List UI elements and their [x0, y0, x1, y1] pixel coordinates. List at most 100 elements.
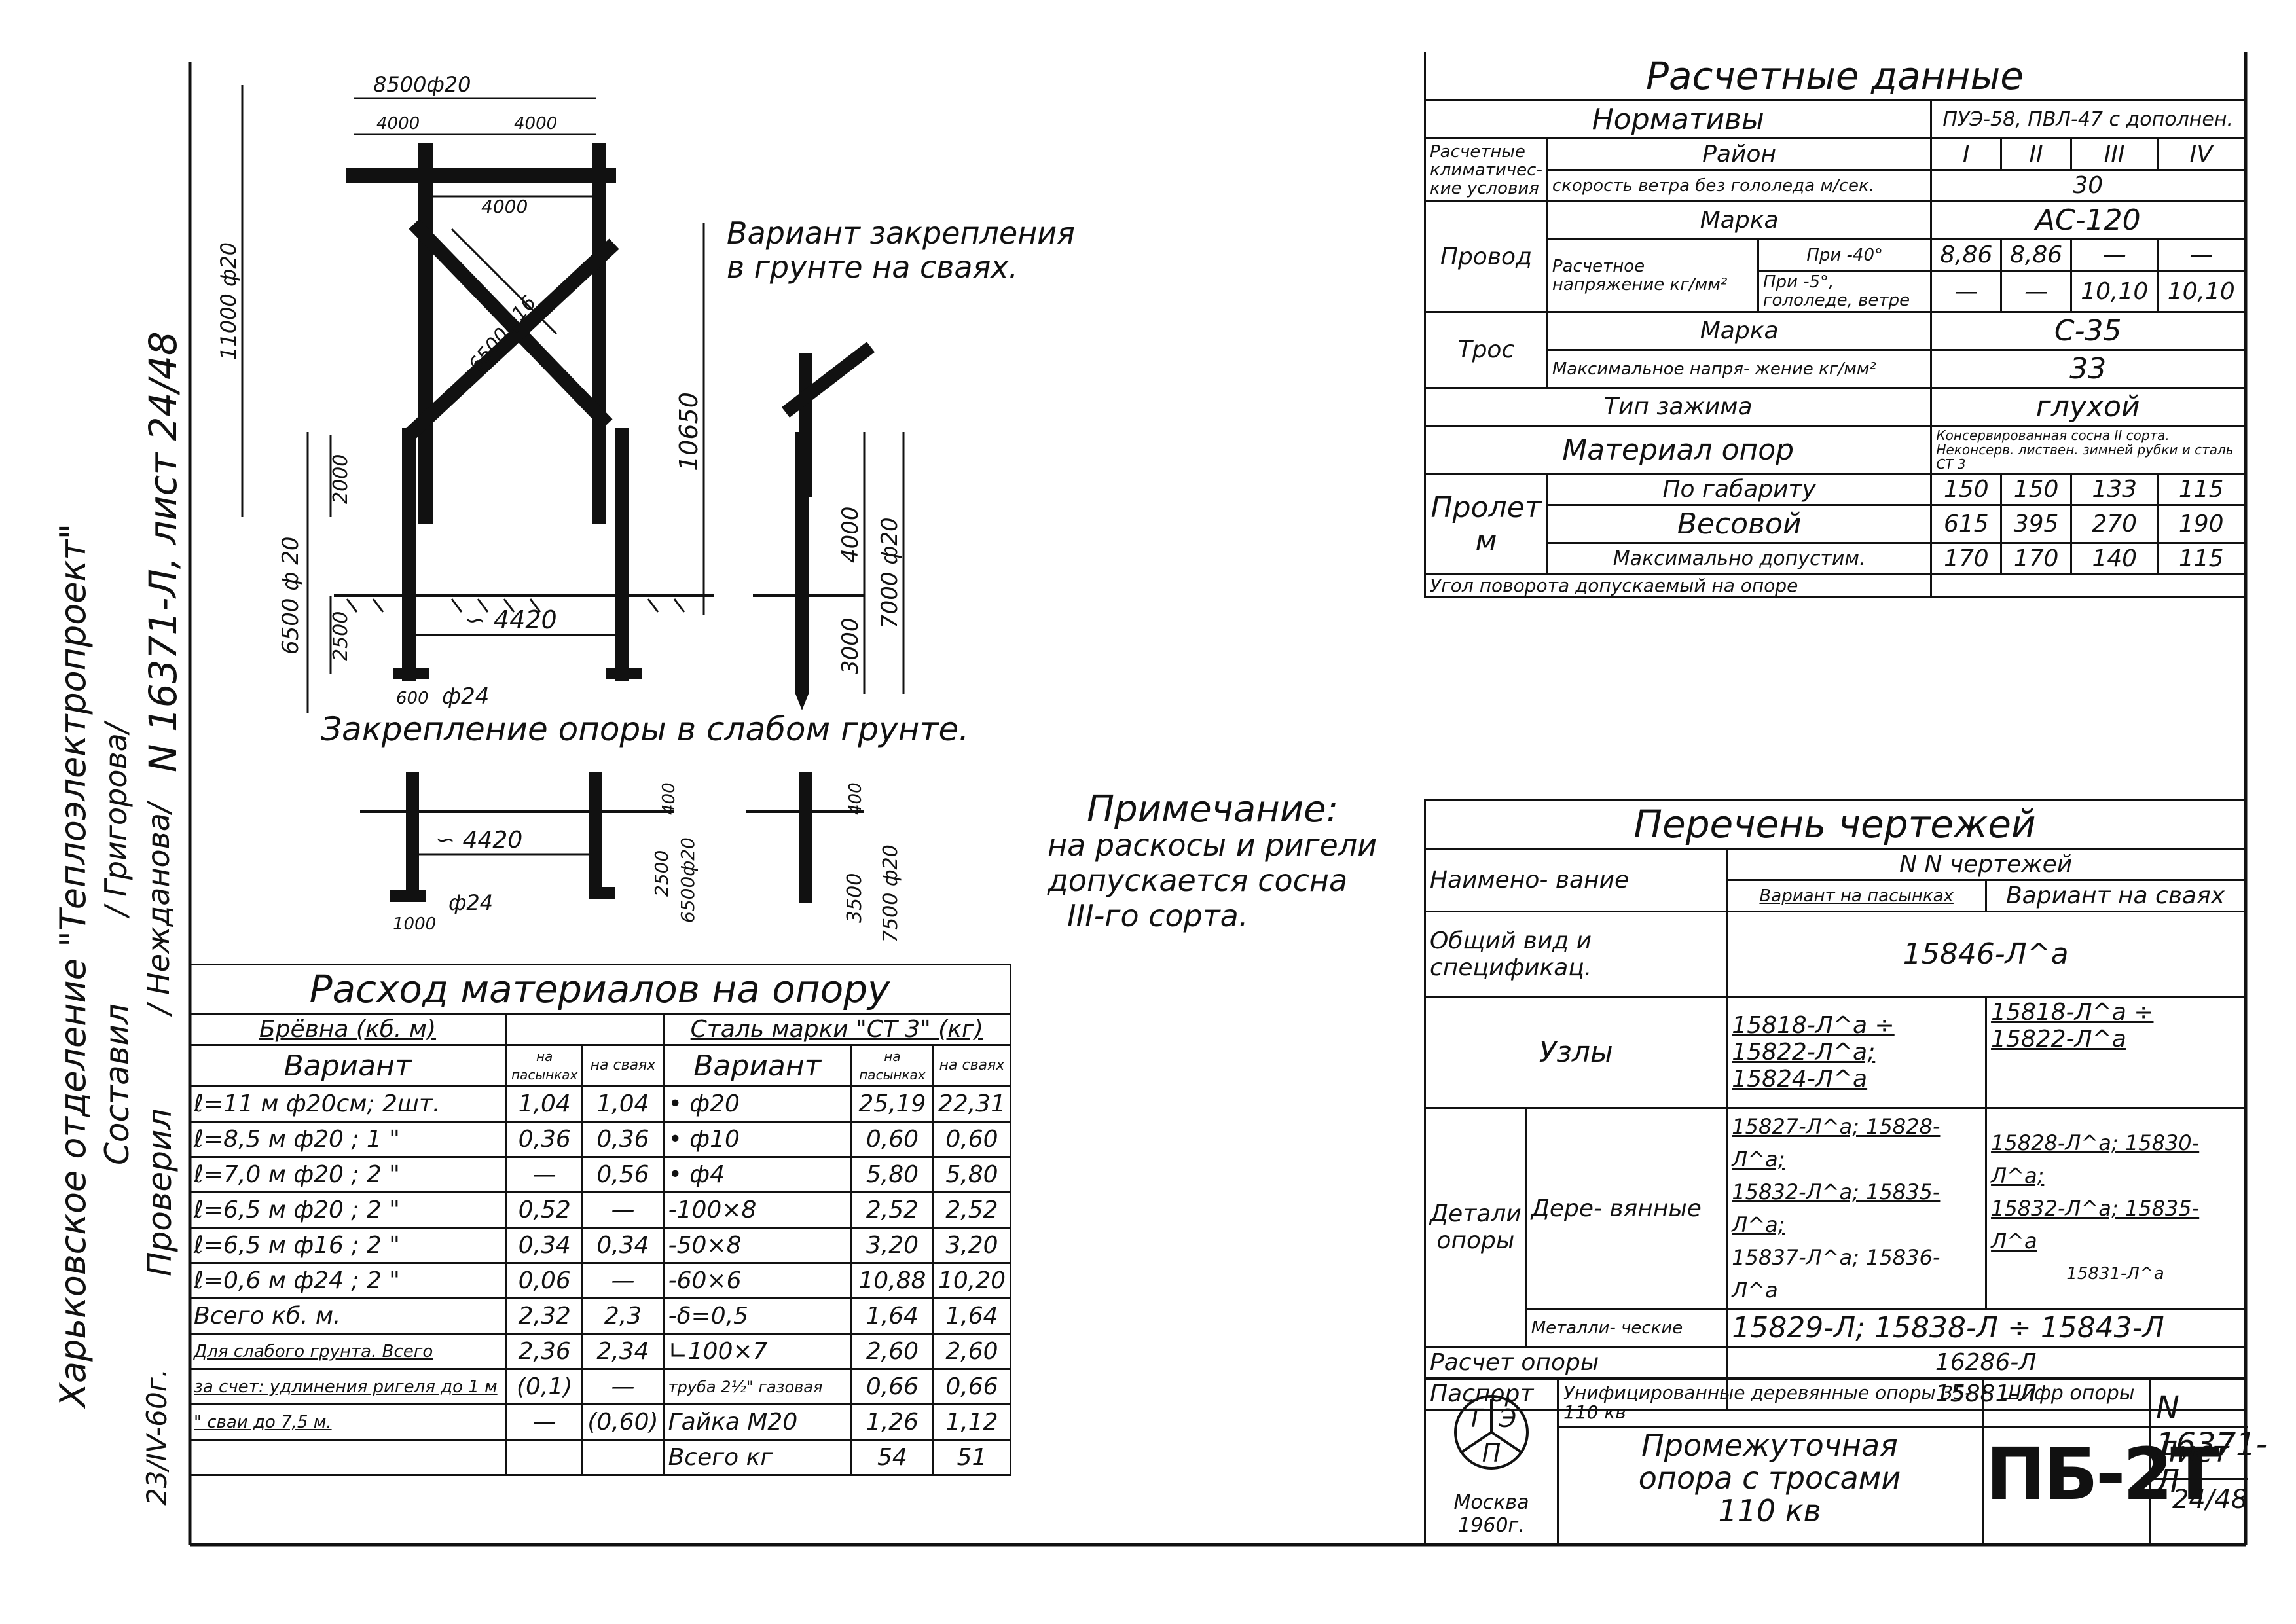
- log-piles: 2,3: [581, 1297, 665, 1335]
- log-empty: [581, 1439, 665, 1476]
- nn-label: N N чертежей: [1726, 848, 2246, 881]
- span-2-2: 395: [2000, 504, 2072, 544]
- cipher-value: ПБ-2Т: [1986, 1432, 2219, 1516]
- logo-city: Москва: [1453, 1491, 1529, 1514]
- name-label: Наимено- вание: [1423, 848, 1728, 912]
- log-pas: 0,52: [505, 1191, 584, 1229]
- angle-label: Угол поворота допускаемый на опоре: [1423, 573, 1933, 598]
- steel-name: Гайка М20: [662, 1403, 852, 1441]
- logo-letter: Т: [1467, 1404, 1484, 1433]
- steel-pas: 1,64: [850, 1297, 934, 1335]
- calc-label: Расчет опоры: [1423, 1346, 1728, 1379]
- at-minus5-label: При -5°, гололеде, ветре: [1757, 270, 1933, 313]
- drawings-list-table: Перечень чертежей Наимено- вание N N чер…: [1423, 799, 2246, 1411]
- weak-dim-f24: ф24: [448, 890, 493, 915]
- dim-11000: 11000 ф20: [216, 242, 241, 360]
- log-piles: 0,56: [581, 1156, 665, 1193]
- side-dim-4000: 4000: [837, 506, 864, 563]
- steel-pas: 2,52: [850, 1191, 934, 1229]
- region-1: I: [1930, 137, 2003, 171]
- dim-2000: 2000: [329, 454, 352, 504]
- cipher-label: Шифр опоры: [2000, 1382, 2135, 1405]
- steel-piles: 0,66: [932, 1368, 1012, 1405]
- log-name: ℓ=8,5 м ф20 ; 1 ": [190, 1121, 507, 1158]
- log-piles: —: [581, 1368, 665, 1405]
- dim-10650: 10650: [674, 392, 703, 471]
- checker-name: / Нежданова/: [141, 803, 176, 1015]
- logo-letter: Э: [1499, 1404, 1517, 1433]
- steel-piles: 1,12: [932, 1403, 1012, 1441]
- span-3-4: 115: [2157, 542, 2246, 575]
- details-label: Детали опоры: [1424, 1107, 1527, 1348]
- sheet-label: Лист: [2156, 1435, 2229, 1469]
- log-pas: (0,1): [505, 1368, 584, 1405]
- wood-pas: 15827-Л^а; 15828-Л^а; 15832-Л^а; 15835-Л…: [1726, 1107, 1988, 1310]
- region-label: Район: [1546, 137, 1933, 171]
- wood-piles: 15828-Л^а; 15830-Л^а; 15832-Л^а; 15835-Л…: [1985, 1107, 2246, 1310]
- span-1-2: 150: [2000, 473, 2072, 506]
- support-name: Промежуточная опора с тросами 110 кв: [1557, 1429, 1982, 1527]
- wire-mark-value: АС-120: [1930, 200, 2246, 240]
- cable-stress-value: 33: [1930, 349, 2246, 389]
- variant-label-steel: Вариант: [662, 1044, 852, 1087]
- weak-side-7500: 7500 ф20: [879, 844, 902, 943]
- steel-piles: 51: [932, 1439, 1012, 1476]
- log-name: " сваи до 7,5 м.: [190, 1403, 507, 1441]
- steel-name: -50×8: [662, 1227, 852, 1264]
- steel-name: • ф20: [662, 1085, 852, 1123]
- logo-year: 1960г.: [1458, 1514, 1525, 1537]
- variant-piles-label: Вариант на сваях: [1985, 879, 2246, 912]
- span-2-3: 270: [2069, 504, 2159, 544]
- weak-dim-6500: 6500ф20: [677, 837, 699, 923]
- region-3: III: [2069, 137, 2159, 171]
- steel-name: -δ=0,5: [662, 1297, 852, 1335]
- note: Примечание: на раскосы и ригели допускае…: [1048, 791, 1377, 934]
- log-piles: 0,34: [581, 1227, 665, 1264]
- angle-value: [1930, 573, 2246, 598]
- minus5-1: —: [1930, 270, 2003, 313]
- weak-dim-1000: 1000: [393, 914, 436, 934]
- log-pas: —: [505, 1403, 584, 1441]
- steel-piles: 2,60: [932, 1333, 1012, 1370]
- minus5-2: —: [2000, 270, 2072, 313]
- dim-4000c: 4000: [481, 196, 528, 217]
- wind-label: скорость ветра без гололеда м/сек.: [1546, 169, 1933, 202]
- log-pas: 1,04: [505, 1085, 584, 1123]
- wire-label: Провод: [1424, 200, 1548, 313]
- log-piles: 2,34: [581, 1333, 665, 1370]
- log-piles: 1,04: [581, 1085, 665, 1123]
- dim-2500: 2500: [329, 611, 352, 661]
- log-piles: 0,36: [581, 1121, 665, 1158]
- log-empty: [190, 1439, 507, 1476]
- calc-value: 16286-Л: [1726, 1346, 2246, 1379]
- support-name-3: 110 кв: [1718, 1493, 1821, 1528]
- log-pas: 0,36: [505, 1121, 584, 1158]
- metal-label: Металли- ческие: [1525, 1308, 1728, 1348]
- log-pas: —: [505, 1156, 584, 1193]
- weak-side-400: 400: [846, 782, 866, 815]
- author-label: Составил: [98, 1003, 136, 1165]
- pile-variant-title-1: Вариант закрепления: [727, 215, 1075, 251]
- wood-piles-1: 15828-Л^а; 15830-Л^а;: [1991, 1130, 2200, 1188]
- doc-number: N 16371-Л: [2156, 1390, 2268, 1500]
- author-name: / Григорова/: [98, 723, 134, 916]
- span-row-1-label: По габариту: [1546, 473, 1933, 506]
- logo-letter: П: [1482, 1439, 1501, 1468]
- note-line-1: на раскосы и ригели: [1048, 827, 1377, 863]
- log-name: ℓ=0,6 м ф24 ; 2 ": [190, 1262, 507, 1299]
- steel-name: • ф10: [662, 1121, 852, 1158]
- steel-piles: 1,64: [932, 1297, 1012, 1335]
- steel-pas-header: на пасынках: [850, 1044, 934, 1087]
- steel-name: Всего кг: [662, 1439, 852, 1476]
- clamp-value: глухой: [1930, 387, 2246, 427]
- dim-4420: ∽ 4420: [465, 605, 557, 634]
- log-piles: —: [581, 1262, 665, 1299]
- log-name: Всего кб. м.: [190, 1297, 507, 1335]
- span-row-2-label: Весовой: [1546, 504, 1933, 544]
